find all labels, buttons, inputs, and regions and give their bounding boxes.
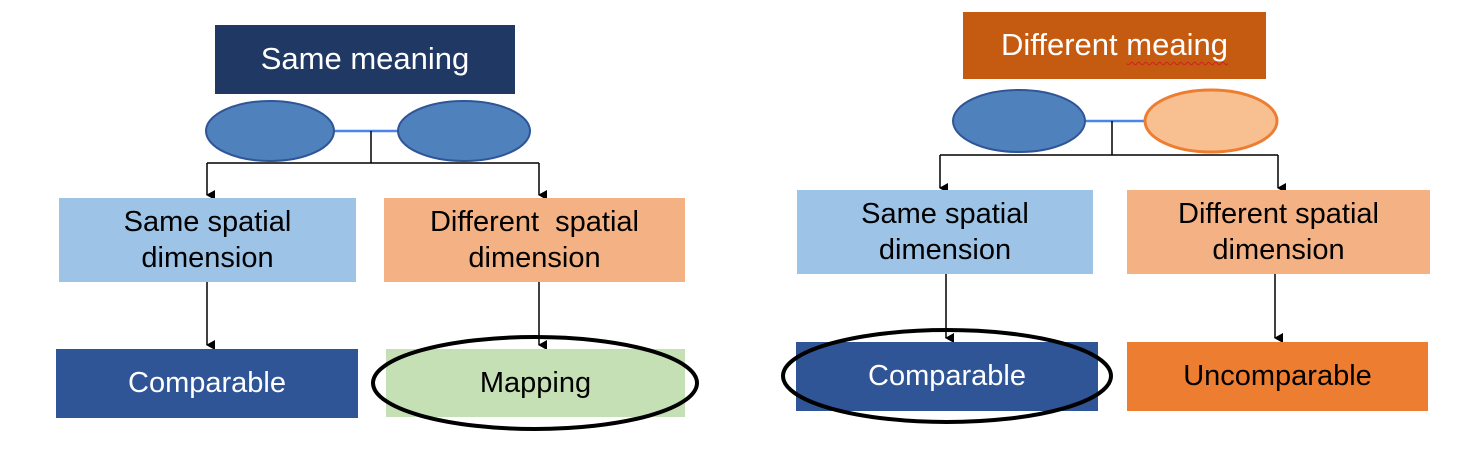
right-title-text: Different meaing bbox=[1001, 26, 1228, 65]
left-title-text: Same meaning bbox=[260, 41, 470, 77]
right-same-spatial-line2: dimension bbox=[878, 234, 1012, 266]
left-same-spatial-label: Same spatial dimension bbox=[124, 204, 292, 277]
right-comparable-box: Comparable bbox=[796, 342, 1098, 411]
right-node-b bbox=[1143, 88, 1279, 154]
left-comparable-text: Comparable bbox=[128, 367, 286, 400]
left-different-spatial-line1: Different spatial bbox=[429, 205, 640, 238]
right-same-spatial-label: Same spatial dimension bbox=[861, 196, 1029, 269]
right-title-part1: Different bbox=[1001, 27, 1127, 63]
right-different-spatial-label: Different spatial dimension bbox=[1178, 196, 1379, 269]
left-mapping-text: Mapping bbox=[479, 366, 592, 399]
left-title: Same meaning bbox=[215, 25, 515, 94]
right-same-spatial-line1: Same spatial bbox=[861, 197, 1029, 230]
right-uncomparable-text: Uncomparable bbox=[1183, 360, 1372, 393]
right-different-spatial-box: Different spatial dimension bbox=[1127, 190, 1430, 274]
right-different-spatial-line1: Different spatial bbox=[1178, 197, 1379, 230]
right-comparable-highlight-ellipse bbox=[781, 328, 1113, 424]
left-same-spatial-line1: Same spatial bbox=[123, 205, 292, 238]
left-comparable-box: Comparable bbox=[56, 349, 358, 418]
right-comparable-text: Comparable bbox=[868, 360, 1026, 393]
right-title-misspelled-word: meaing bbox=[1126, 27, 1228, 63]
left-node-b bbox=[397, 100, 531, 162]
left-mapping-box: Mapping bbox=[386, 349, 685, 417]
right-same-spatial-box: Same spatial dimension bbox=[797, 190, 1093, 274]
left-mapping-highlight-ellipse bbox=[371, 335, 699, 431]
right-title: Different meaing bbox=[963, 12, 1266, 79]
right-node-a bbox=[952, 89, 1086, 153]
left-different-spatial-line2: dimension bbox=[468, 242, 601, 274]
right-different-spatial-line2: dimension bbox=[1212, 234, 1345, 266]
left-different-spatial-label: Different spatial dimension bbox=[430, 204, 639, 277]
right-uncomparable-box: Uncomparable bbox=[1127, 342, 1428, 411]
left-different-spatial-box: Different spatial dimension bbox=[384, 198, 685, 282]
left-same-spatial-line2: dimension bbox=[141, 242, 274, 274]
left-same-spatial-box: Same spatial dimension bbox=[59, 198, 356, 282]
left-node-a bbox=[205, 100, 335, 162]
